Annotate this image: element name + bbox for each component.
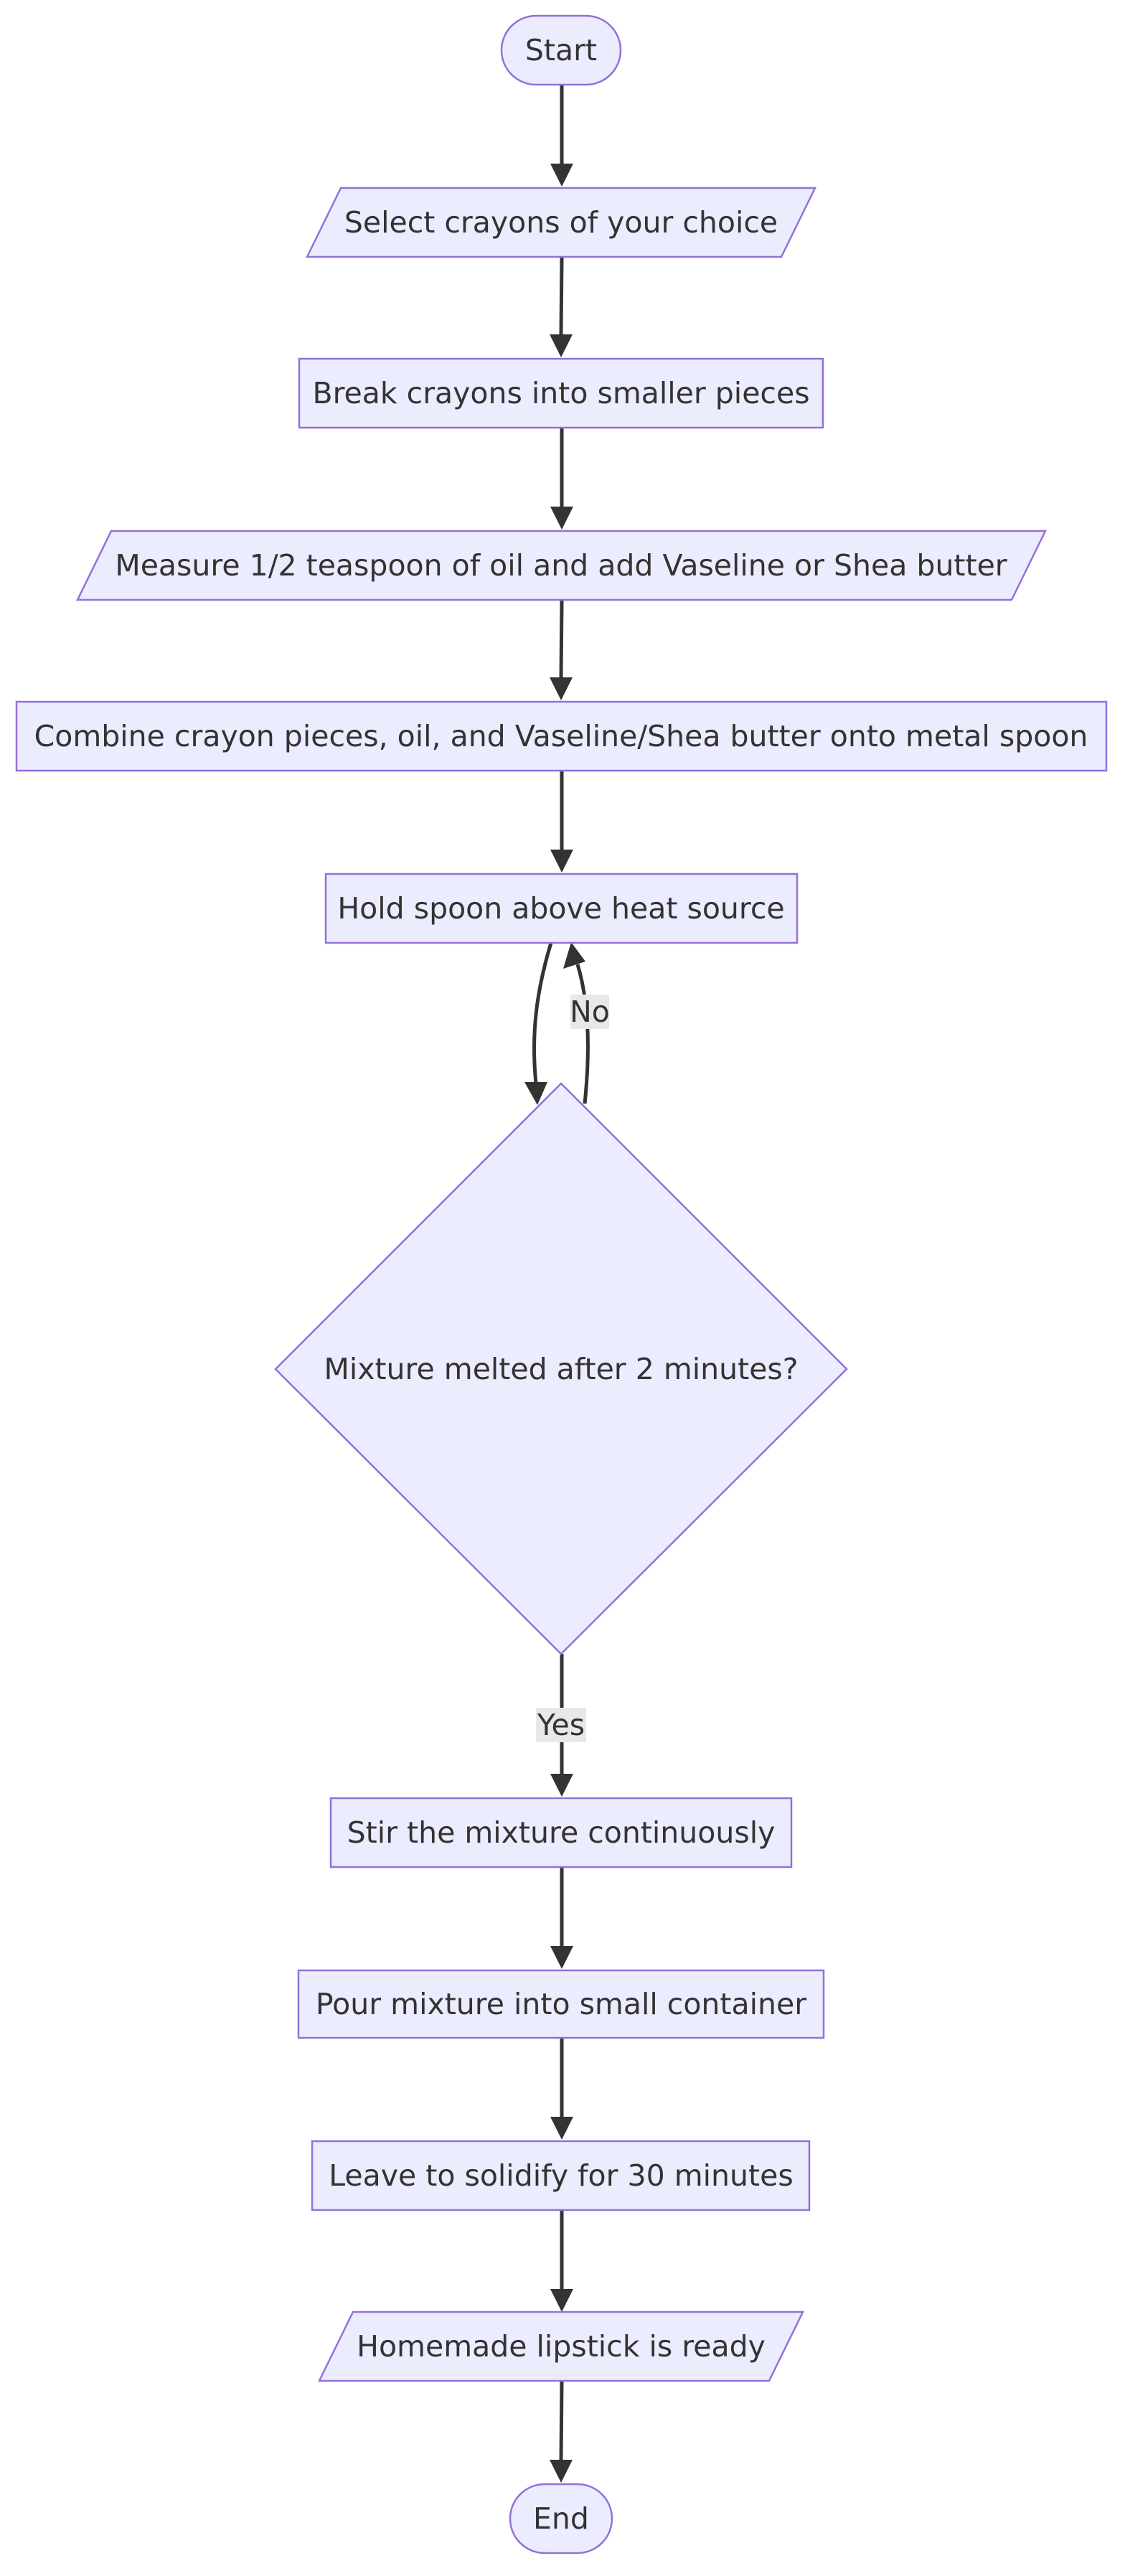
node-ready: Homemade lipstick is ready: [317, 2311, 805, 2382]
node-combine: Combine crayon pieces, oil, and Vaseline…: [15, 700, 1108, 772]
node-ready-label: Homemade lipstick is ready: [357, 2329, 766, 2364]
edge-stir-to-pour: [550, 1867, 573, 1969]
edge-break-to-measure: [550, 428, 573, 530]
edge-pour-to-leave: [550, 2038, 573, 2140]
node-end: End: [509, 2483, 613, 2554]
node-measure-label: Measure 1/2 teaspoon of oil and add Vase…: [115, 548, 1007, 583]
node-start-label: Start: [525, 33, 597, 67]
node-measure: Measure 1/2 teaspoon of oil and add Vase…: [75, 530, 1048, 601]
node-break-label: Break crayons into smaller pieces: [312, 376, 809, 410]
node-end-label: End: [533, 2501, 589, 2536]
node-leave: Leave to solidify for 30 minutes: [311, 2140, 811, 2211]
node-select: Select crayons of your choice: [305, 187, 817, 258]
edge-label-yes: Yes: [536, 1708, 586, 1742]
node-start: Start: [500, 14, 622, 86]
node-pour: Pour mixture into small container: [297, 1969, 825, 2039]
edge-select-to-break: [550, 256, 573, 357]
node-hold-label: Hold spoon above heat source: [337, 891, 784, 926]
node-stir: Stir the mixture continuously: [329, 1797, 793, 1868]
node-pour-label: Pour mixture into small container: [316, 1987, 806, 2021]
edge-label-yes-text: Yes: [537, 1708, 585, 1742]
node-stir-label: Stir the mixture continuously: [347, 1815, 776, 1850]
node-decision: Mixture melted after 2 minutes?: [274, 1082, 848, 1655]
edges: [524, 85, 590, 2483]
node-hold: Hold spoon above heat source: [324, 873, 799, 944]
edge-ready-to-end: [550, 2380, 573, 2483]
node-leave-label: Leave to solidify for 30 minutes: [329, 2158, 793, 2193]
edge-start-to-select: [550, 85, 573, 187]
edge-label-no-text: No: [570, 995, 610, 1029]
edge-measure-to-combine: [550, 599, 573, 700]
node-break: Break crayons into smaller pieces: [298, 357, 824, 429]
node-decision-label: Mixture melted after 2 minutes?: [324, 1352, 798, 1386]
edge-leave-to-ready: [550, 2210, 573, 2312]
node-select-label: Select crayons of your choice: [344, 205, 778, 240]
node-combine-label: Combine crayon pieces, oil, and Vaseline…: [34, 719, 1088, 753]
edge-combine-to-hold: [550, 771, 573, 873]
edge-label-no: No: [570, 995, 610, 1029]
edge-hold-to-decision: [524, 942, 553, 1105]
edge-decision-to-hold: [563, 942, 590, 1104]
